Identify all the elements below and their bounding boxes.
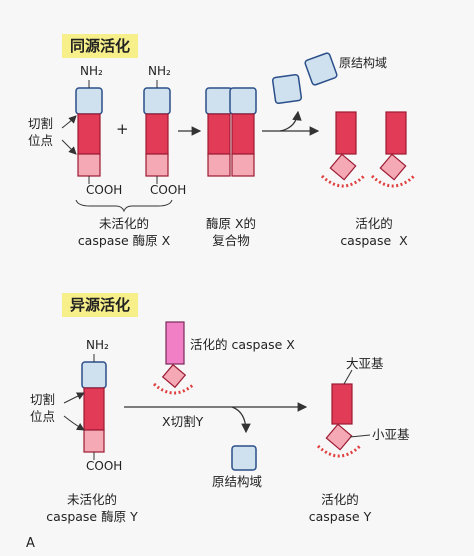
released-prodomain: [271, 73, 303, 105]
active-caspase-x-right: [370, 111, 416, 188]
cleavage-site-label-2: 位点: [28, 133, 54, 148]
prodomain: [75, 87, 103, 115]
active-caspase-y-label-1: 活化的: [321, 492, 359, 507]
small-subunit: [83, 429, 105, 453]
small-subunit: [145, 153, 169, 177]
homo-activation-title: 同源活化: [62, 34, 139, 58]
small-subunit: [231, 153, 255, 177]
cleavage-site-arrow: [63, 392, 85, 404]
cleavage-site-label-1: 切割: [28, 116, 54, 131]
large-subunit: [335, 111, 357, 155]
active-caspase-y: [316, 383, 362, 458]
small-subunit-label: 小亚基: [372, 427, 410, 442]
n-terminus-label: NH₂: [148, 64, 171, 78]
pointer-line: [343, 369, 353, 385]
large-subunit: [231, 113, 255, 155]
plus-sign: +: [116, 120, 129, 138]
complex-label-1: 酶原 X的: [205, 216, 257, 231]
large-subunit: [165, 321, 185, 365]
active-caspase-x-left: [320, 111, 366, 188]
large-subunit: [145, 113, 169, 155]
hetero-activation-title: 异源活化: [62, 293, 139, 317]
prodomain: [81, 361, 107, 389]
cleavage-site-arrow: [63, 415, 85, 431]
released-prodomain: [231, 445, 257, 471]
small-subunit: [325, 423, 353, 451]
prodomain-label: 原结构域: [339, 56, 388, 70]
procaspase-x-2: [143, 80, 171, 184]
inactive-procaspase-y-label-2: caspase 酶原 Y: [46, 509, 138, 524]
cleavage-site-arrow: [61, 115, 77, 129]
complex-label-2: 复合物: [212, 233, 250, 248]
panel-label: A: [26, 536, 35, 551]
prodomain: [205, 87, 233, 115]
small-subunit: [161, 363, 187, 389]
release-arrow: [231, 406, 251, 434]
inactive-procaspase-x-label-1: 未活化的: [98, 216, 149, 231]
bracket: [75, 199, 173, 213]
inactive-procaspase-y-label-1: 未活化的: [66, 492, 117, 507]
n-terminus-label: NH₂: [86, 338, 109, 352]
prodomain: [229, 87, 257, 115]
active-site-arc: [316, 444, 362, 458]
active-caspase-x-label-1: 活化的: [355, 216, 393, 231]
release-arrow: [279, 110, 302, 132]
cleavage-site-label-2: 位点: [30, 409, 56, 424]
n-terminus-label: NH₂: [80, 64, 103, 78]
procaspase-x-1: [75, 80, 103, 184]
large-subunit: [83, 387, 105, 431]
prodomain-label: 原结构域: [212, 474, 263, 489]
active-site-arc: [152, 382, 196, 395]
small-subunit: [379, 153, 407, 181]
procaspase-y: [81, 354, 107, 460]
small-subunit: [329, 153, 357, 181]
prodomain: [143, 87, 171, 115]
small-subunit: [207, 153, 231, 177]
x-cleaves-y-label: X切割Y: [162, 414, 204, 429]
small-subunit: [77, 153, 101, 177]
c-terminus-label: COOH: [86, 459, 123, 473]
inactive-procaspase-x-label-2: caspase 酶原 X: [77, 233, 171, 248]
active-caspase-x-enzyme: [152, 321, 196, 395]
large-subunit: [385, 111, 407, 155]
cleavage-site-label-1: 切割: [30, 392, 56, 407]
procaspase-x-complex: [205, 87, 257, 177]
active-caspase-y-label-2: caspase Y: [308, 509, 372, 524]
large-subunit: [207, 113, 231, 155]
c-terminus-label: COOH: [150, 183, 187, 197]
active-site-arc: [370, 174, 416, 188]
pointer-line: [349, 434, 371, 438]
active-site-arc: [320, 174, 366, 188]
active-caspase-x-label: 活化的 caspase X: [190, 337, 295, 352]
large-subunit: [331, 383, 353, 425]
large-subunit: [77, 113, 101, 155]
released-prodomain: [304, 52, 338, 86]
large-subunit-label: 大亚基: [346, 356, 384, 371]
c-terminus-label: COOH: [86, 183, 123, 197]
active-caspase-x-label-2: caspase X: [340, 233, 408, 248]
cleavage-site-arrow: [61, 139, 77, 155]
